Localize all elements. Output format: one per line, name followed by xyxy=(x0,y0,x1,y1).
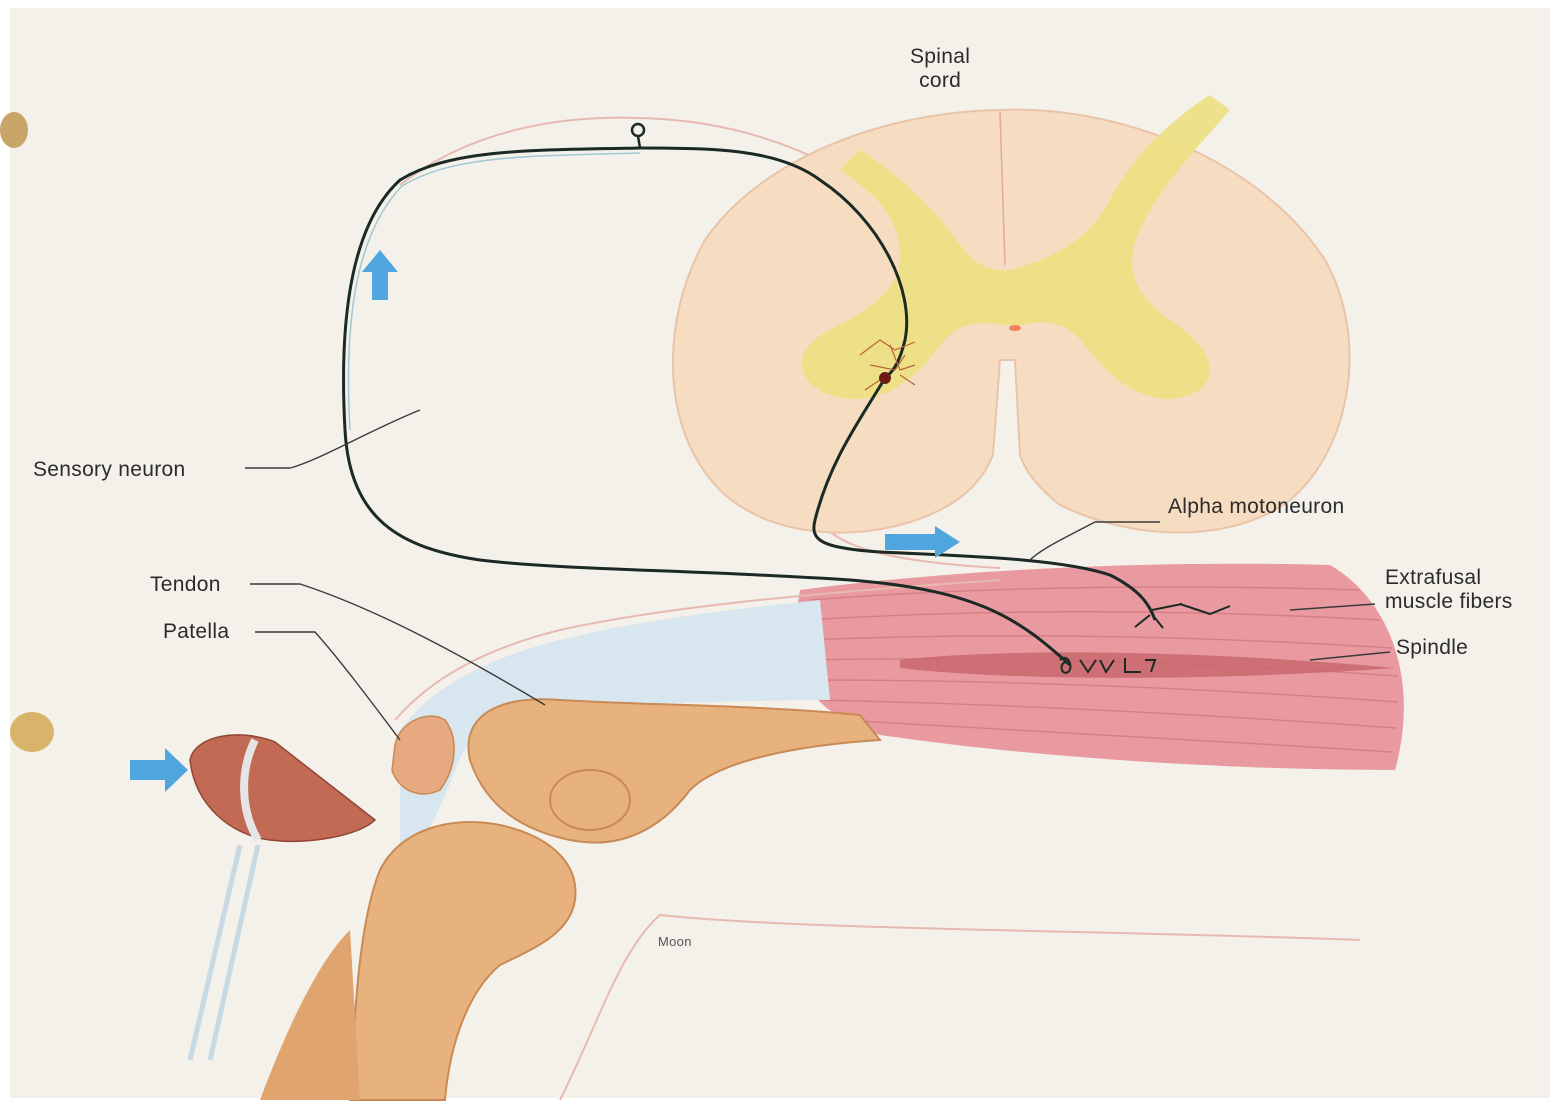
binder-hole-top xyxy=(0,112,28,148)
patella-label: Patella xyxy=(163,620,229,644)
sensory-neuron-label: Sensory neuron xyxy=(33,458,185,482)
motoneuron-soma xyxy=(879,372,891,384)
tendon-label: Tendon xyxy=(150,573,221,597)
artist-credit: Moon xyxy=(658,930,692,954)
spindle-label: Spindle xyxy=(1396,636,1468,660)
central-canal xyxy=(1009,325,1021,331)
extrafusal-fibers-label: Extrafusal muscle fibers xyxy=(1385,566,1513,614)
spinal-cord-label: Spinal cord xyxy=(910,45,970,93)
binder-hole-bottom xyxy=(10,712,54,752)
alpha-motoneuron-label: Alpha motoneuron xyxy=(1168,495,1344,519)
page-shadow-left xyxy=(0,0,10,1105)
